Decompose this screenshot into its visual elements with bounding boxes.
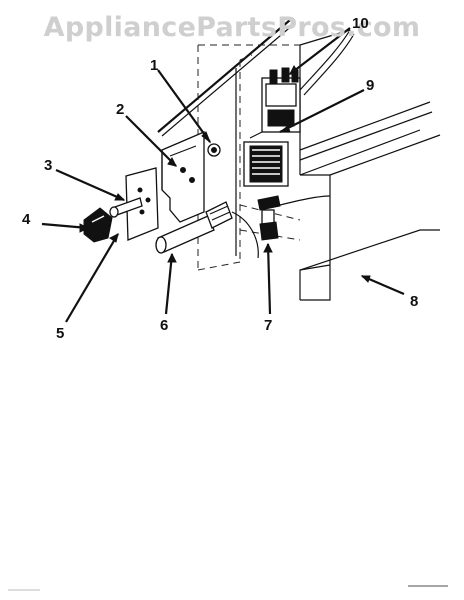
watermark-text: AppliancePartsPros.com: [43, 12, 421, 43]
mounting-bracket-part-2: [161, 131, 205, 223]
sensor-probe-part-6: [155, 201, 259, 259]
callout-5: 5: [56, 325, 65, 342]
callout-7: 7: [264, 317, 273, 334]
leader-lines: [41, 27, 405, 323]
relay-block-part-10: [249, 67, 301, 139]
igniter-part-7: [257, 195, 331, 241]
terminal-block-part-9: [243, 141, 289, 187]
callout-6: 6: [160, 317, 169, 334]
screw-part-1: [207, 143, 221, 157]
callout-10: 10: [352, 15, 369, 32]
callout-1: 1: [150, 57, 159, 74]
callout-3: 3: [44, 157, 53, 174]
leader-arrowheads: [79, 65, 371, 283]
callout-2: 2: [116, 101, 125, 118]
control-rod: [157, 19, 291, 133]
knob-part-4: [83, 207, 113, 243]
callout-9: 9: [366, 77, 375, 94]
shaft-part-3: [109, 197, 143, 218]
callout-8: 8: [410, 293, 419, 310]
wire-lead: [299, 29, 351, 91]
callout-4: 4: [22, 211, 31, 228]
